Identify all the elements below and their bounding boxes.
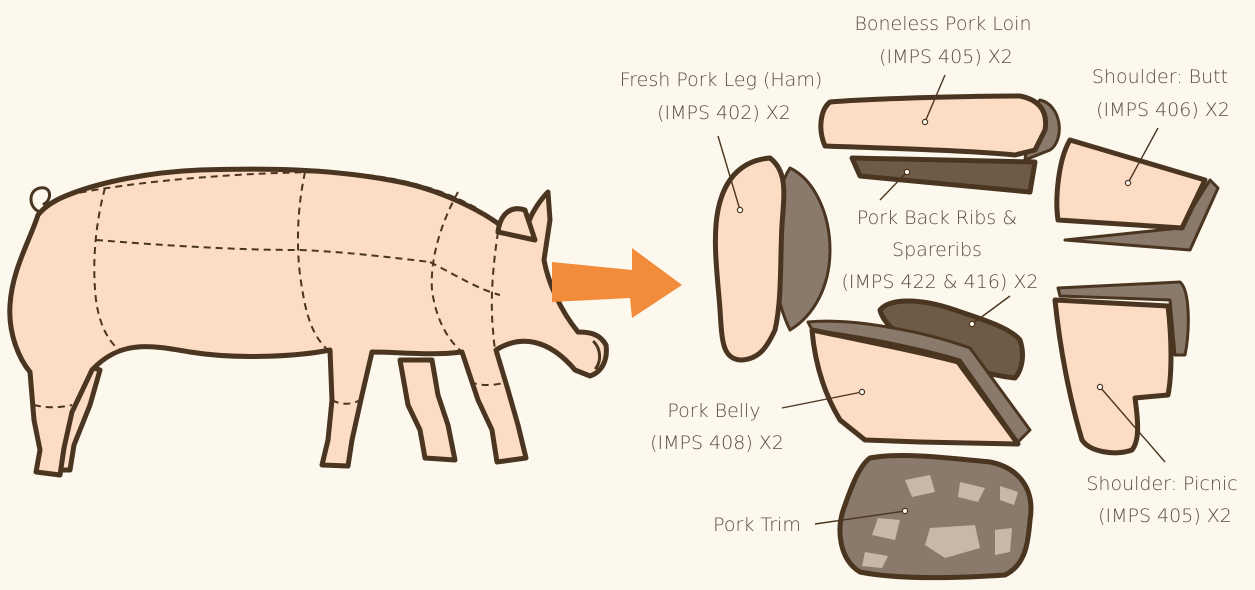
ham-shape [715,158,783,360]
arrow-icon [552,248,682,318]
label-picnic: Shoulder: Picnic (IMPS 405) X2 [1086,473,1243,527]
label-belly: Pork Belly (IMPS 408) X2 [650,400,784,454]
dot-ham [737,207,742,212]
dot-ribs-lower [969,321,974,326]
label-butt: Shoulder: Butt (IMPS 406) X2 [1092,66,1234,121]
trim-spot-5 [995,528,1012,555]
dot-butt [1125,180,1130,185]
pig-front-back-leg [400,360,455,460]
cut-loin [821,96,1059,192]
leader-ribs-lower [972,296,1010,324]
cut-picnic [1055,282,1188,453]
label-trim: Pork Trim [713,514,801,536]
dot-picnic [1097,384,1102,389]
dot-ribs-upper [904,169,909,174]
label-ham: Fresh Pork Leg (Ham) (IMPS 402) X2 [620,69,829,124]
pig-illustration [10,169,607,475]
cut-butt [1057,140,1218,250]
dot-trim [902,508,907,513]
dot-belly [859,389,864,394]
loin-shape [821,96,1046,155]
picnic-shape [1055,300,1171,453]
label-ribs: Pork Back Ribs & Spareribs (IMPS 422 & 4… [842,207,1039,293]
dot-loin [922,119,927,124]
label-loin: Boneless Pork Loin (IMPS 405) X2 [854,13,1037,68]
ribs-upper-piece [852,158,1035,192]
pig-ear [498,209,535,240]
